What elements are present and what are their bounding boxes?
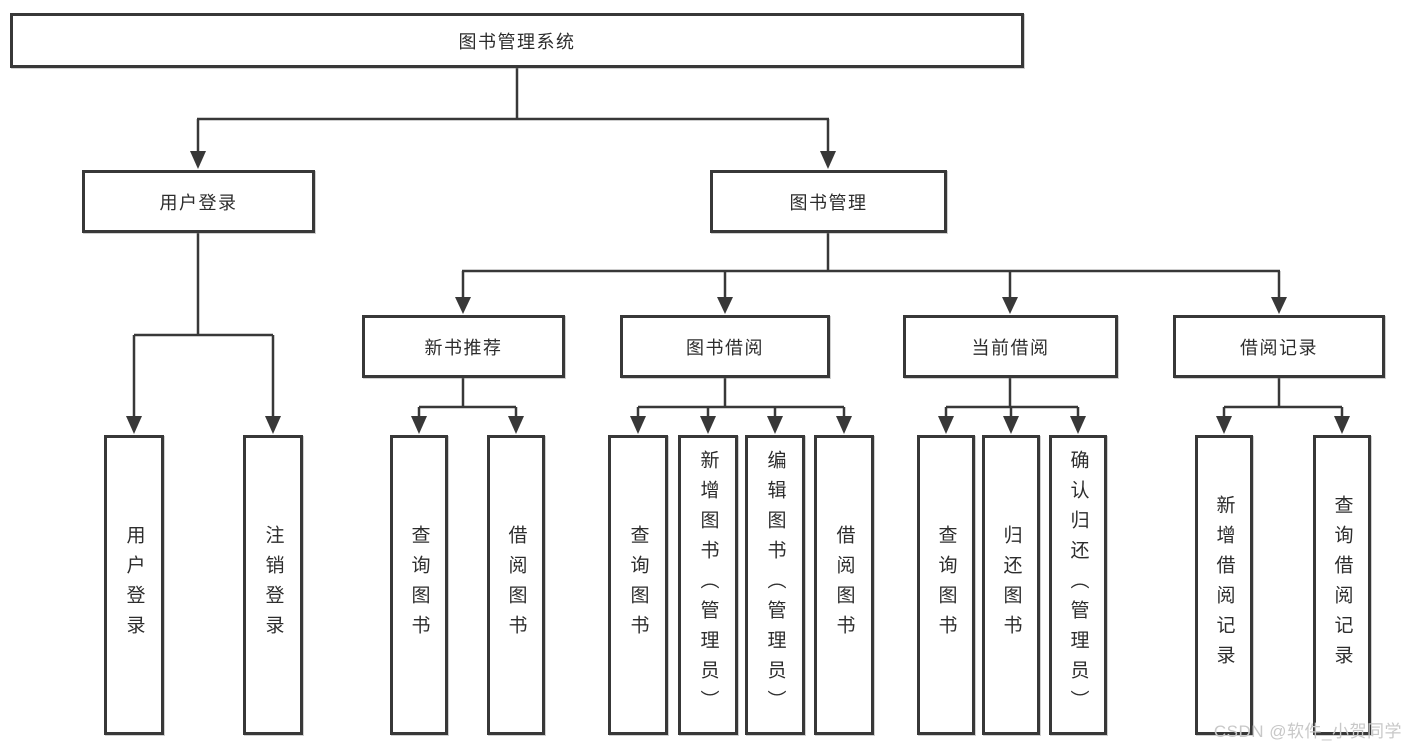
leaf-label: 确认归还（管理员）: [1067, 450, 1089, 720]
leaf-user-login: 用户登录: [104, 435, 164, 735]
node-new-book-recommend: 新书推荐: [362, 315, 565, 378]
leaf-query-books-borrow: 查询图书: [608, 435, 668, 735]
leaf-logout: 注销登录: [243, 435, 303, 735]
leaf-confirm-return-admin: 确认归还（管理员）: [1049, 435, 1107, 735]
leaf-label: 查询图书: [627, 525, 649, 645]
leaf-borrow-books: 借阅图书: [814, 435, 874, 735]
leaf-label: 查询图书: [408, 525, 430, 645]
leaf-add-books-admin: 新增图书（管理员）: [678, 435, 738, 735]
leaf-label: 新增借阅记录: [1213, 495, 1235, 675]
node-book-borrow: 图书借阅: [620, 315, 830, 378]
csdn-watermark: CSDN @软件_小贺同学: [1213, 722, 1402, 741]
node-user-login: 用户登录: [82, 170, 315, 233]
node-book-management: 图书管理: [710, 170, 947, 233]
leaf-edit-books-admin: 编辑图书（管理员）: [745, 435, 805, 735]
leaf-label: 借阅图书: [833, 525, 855, 645]
leaf-query-borrow-record: 查询借阅记录: [1313, 435, 1371, 735]
leaf-label: 注销登录: [262, 525, 284, 645]
leaf-label: 查询图书: [935, 525, 957, 645]
node-current-borrow: 当前借阅: [903, 315, 1118, 378]
leaf-label: 编辑图书（管理员）: [764, 450, 786, 720]
node-borrow-records: 借阅记录: [1173, 315, 1385, 378]
leaf-label: 用户登录: [123, 525, 145, 645]
leaf-label: 新增图书（管理员）: [697, 450, 719, 720]
leaf-query-books-recommend: 查询图书: [390, 435, 448, 735]
leaf-label: 查询借阅记录: [1331, 495, 1353, 675]
leaf-add-borrow-record: 新增借阅记录: [1195, 435, 1253, 735]
leaf-label: 归还图书: [1000, 525, 1022, 645]
leaf-borrow-books-recommend: 借阅图书: [487, 435, 545, 735]
node-root: 图书管理系统: [10, 13, 1024, 68]
leaf-query-books-current: 查询图书: [917, 435, 975, 735]
leaf-label: 借阅图书: [505, 525, 527, 645]
leaf-return-books: 归还图书: [982, 435, 1040, 735]
